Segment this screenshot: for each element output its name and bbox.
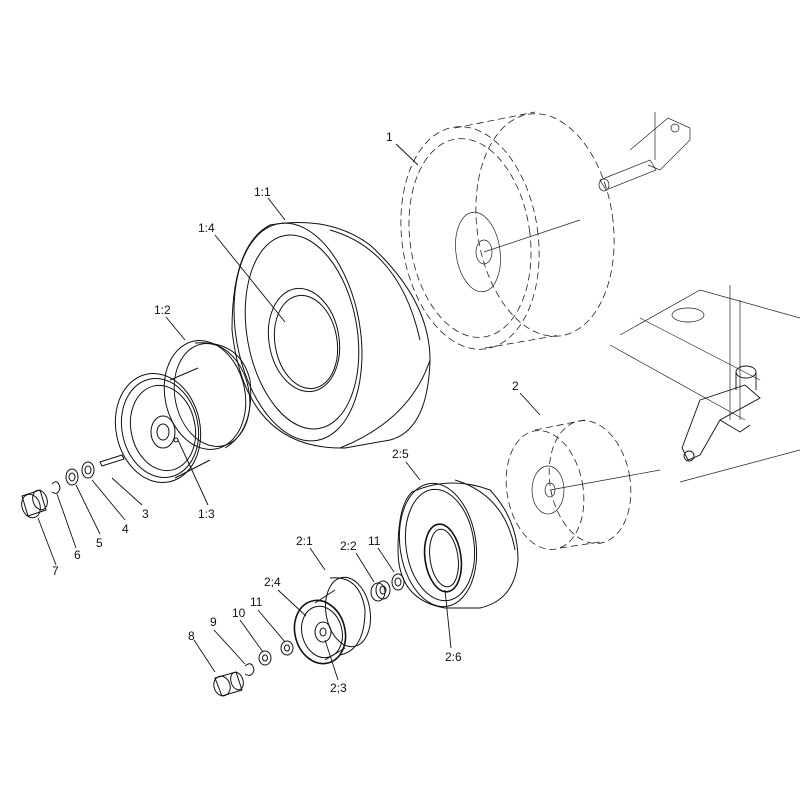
callout-11-upper: 11 [368, 534, 381, 548]
washer-4 [81, 461, 95, 479]
rear-tire [231, 222, 431, 449]
cap-7 [21, 489, 48, 519]
callout-2-2: 2:2 [340, 539, 357, 553]
callout-11-lower: 11 [250, 595, 263, 609]
callout-2-6: 2:6 [445, 650, 462, 664]
washer-10 [258, 650, 272, 666]
washer-11-lower [280, 640, 294, 656]
key-3 [99, 454, 125, 467]
chassis-frame [598, 112, 800, 483]
leader-lines [37, 143, 541, 681]
callout-1-3: 1:3 [198, 507, 215, 521]
callout-3: 3 [142, 507, 149, 521]
cap-8 [213, 671, 244, 697]
callout-9: 9 [210, 615, 217, 629]
front-wheel-assembled [505, 419, 661, 550]
rear-wheel-assembled [400, 111, 615, 350]
front-tire [397, 479, 519, 609]
washer-11-upper [391, 573, 405, 591]
callout-1: 1 [386, 130, 393, 144]
spacer-2-2 [370, 580, 391, 602]
clip-9 [244, 663, 255, 676]
callout-2-4: 2;4 [264, 575, 281, 589]
callout-2-5: 2:5 [392, 447, 409, 461]
callout-2: 2 [512, 379, 519, 393]
front-rim [293, 576, 372, 665]
clip-6 [51, 481, 61, 494]
callout-4: 4 [122, 522, 129, 536]
callout-labels: 1 1:1 1:2 1:3 1:4 2 2:1 2:2 2;3 2;4 2:5 … [52, 130, 519, 695]
callout-5: 5 [96, 536, 103, 550]
callout-6: 6 [74, 548, 81, 562]
callout-1-2: 1:2 [154, 303, 171, 317]
callout-2-3: 2;3 [330, 681, 347, 695]
callout-2-1: 2:1 [296, 534, 313, 548]
callout-10: 10 [232, 606, 246, 620]
callout-7: 7 [52, 564, 59, 578]
rear-rim [114, 340, 252, 484]
callout-1-4: 1:4 [198, 221, 215, 235]
washer-5 [65, 468, 79, 486]
callout-8: 8 [188, 629, 195, 643]
callout-1-1: 1:1 [254, 185, 271, 199]
